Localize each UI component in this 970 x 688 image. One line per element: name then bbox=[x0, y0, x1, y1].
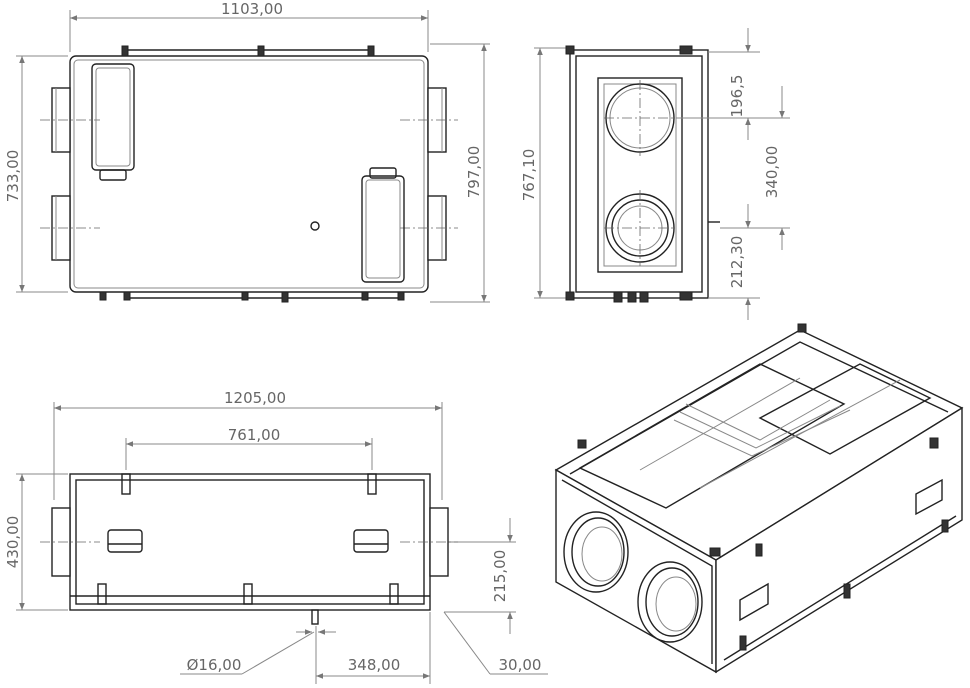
iso-duct-left bbox=[563, 511, 629, 593]
dim-side-212: 212,30 bbox=[728, 236, 746, 289]
dim-side-340: 340,00 bbox=[763, 146, 781, 199]
dim-front-width: 1205,00 bbox=[224, 389, 286, 407]
dim-side-height: 767,10 bbox=[520, 149, 538, 202]
dim-side-196: 196,5 bbox=[728, 75, 746, 118]
dim-top-right-height: 797,00 bbox=[465, 146, 483, 199]
side-view-body bbox=[569, 49, 709, 299]
dim-front-30: 30,00 bbox=[499, 656, 542, 674]
dim-front-348: 348,00 bbox=[348, 656, 401, 674]
dim-top-left-height: 733,00 bbox=[4, 150, 22, 203]
dim-front-215: 215,00 bbox=[491, 550, 509, 603]
dim-front-761: 761,00 bbox=[228, 426, 281, 444]
isometric-view bbox=[554, 323, 964, 674]
top-view: 1103,00 733,00 797,00 bbox=[4, 0, 490, 303]
filter-cover-left bbox=[91, 63, 135, 171]
front-view: 1205,00 761,00 430,00 215,00 bbox=[4, 389, 548, 684]
top-view-body bbox=[69, 55, 429, 293]
filter-cover-right bbox=[361, 175, 405, 283]
dim-front-430: 430,00 bbox=[4, 516, 22, 569]
dim-front-dia: Ø16,00 bbox=[187, 656, 242, 674]
side-view: 767,10 196,5 340,00 212,30 bbox=[520, 28, 790, 320]
iso-duct-right bbox=[637, 561, 703, 643]
dim-top-width: 1103,00 bbox=[221, 0, 283, 18]
